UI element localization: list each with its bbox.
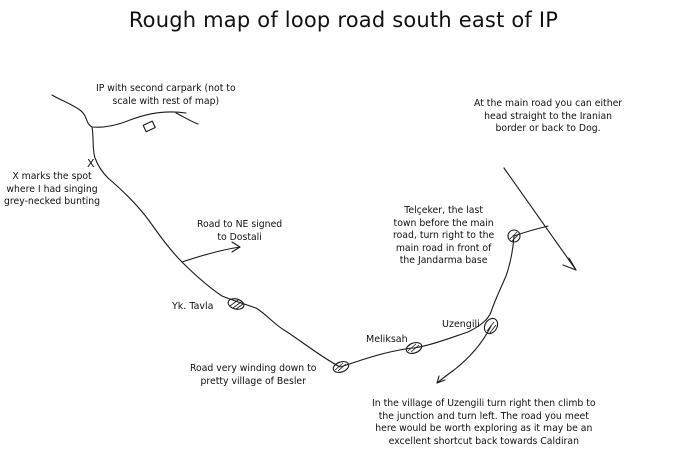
- village-marker-besler: [332, 361, 350, 373]
- note-line: the Jandarma base: [399, 255, 488, 266]
- note-line: X marks the spot: [12, 171, 92, 182]
- carpark-box: [142, 120, 156, 133]
- road-to-bunting: [91, 126, 109, 179]
- bunting-note: X marks the spot where I had singing gre…: [4, 171, 100, 209]
- main-road: [503, 167, 577, 271]
- carpark-rail: [175, 112, 199, 125]
- bunting-x-marker: X: [87, 157, 95, 170]
- note-line: to Dostali: [217, 231, 262, 243]
- main-road-note: At the main road you can either head str…: [474, 98, 622, 136]
- telceker-note: Telçeker, the last town before the main …: [393, 205, 494, 268]
- carpark-spur: [129, 111, 187, 121]
- note-line: excellent shortcut back towards Caldiran: [388, 435, 579, 447]
- place-label-meliksah: Meliksah: [366, 334, 408, 345]
- uzengili-side-arrowhead: [436, 375, 446, 384]
- note-line: head straight to the Iranian: [484, 110, 613, 122]
- place-label-yk-tavla: Yk. Tavla: [172, 301, 214, 312]
- ne-road-note: Road to NE signed to Dostali: [197, 219, 282, 244]
- note-line: Road to NE signed: [197, 219, 283, 230]
- uzengili-directions-note: In the village of Uzengili turn right th…: [372, 398, 596, 448]
- note-line: where I had singing: [6, 183, 98, 195]
- winding-road-note: Road very winding down to pretty village…: [190, 363, 316, 388]
- note-line: here would be worth exploring as it may …: [375, 423, 593, 434]
- village-marker-yk-tavla: [227, 298, 245, 310]
- note-line: town before the main: [393, 217, 494, 229]
- note-line: At the main road you can either: [474, 98, 623, 109]
- note-line: Road very winding down to: [190, 363, 317, 374]
- note-line: IP with second carpark (not to: [96, 83, 236, 94]
- note-line: scale with rest of map): [112, 95, 220, 107]
- note-line: the junction and turn left. The road you…: [378, 410, 589, 422]
- note-line: In the village of Uzengili turn right th…: [372, 398, 596, 409]
- village-marker-uzengili: [483, 317, 499, 335]
- note-line: main road in front of: [395, 242, 492, 254]
- main-road-arrowhead: [562, 257, 577, 271]
- ne-road: [181, 246, 241, 263]
- road-from-north: [51, 94, 131, 128]
- note-line: grey-necked bunting: [4, 196, 100, 207]
- ne-road-arrowhead: [231, 241, 241, 253]
- note-line: Telçeker, the last: [404, 205, 483, 216]
- note-line: pretty village of Besler: [200, 375, 306, 387]
- ip-carpark-note: IP with second carpark (not to scale wit…: [96, 83, 236, 108]
- place-label-uzengili: Uzengili: [442, 319, 480, 330]
- road-to-main: [513, 225, 549, 237]
- village-marker-telceker: [507, 229, 521, 243]
- map-title: Rough map of loop road south east of IP: [128, 8, 559, 32]
- note-line: road, turn right to the: [393, 230, 495, 241]
- village-marker-meliksah: [405, 342, 423, 354]
- uzengili-side-road: [436, 325, 492, 384]
- note-line: border or back to Dog.: [495, 123, 601, 134]
